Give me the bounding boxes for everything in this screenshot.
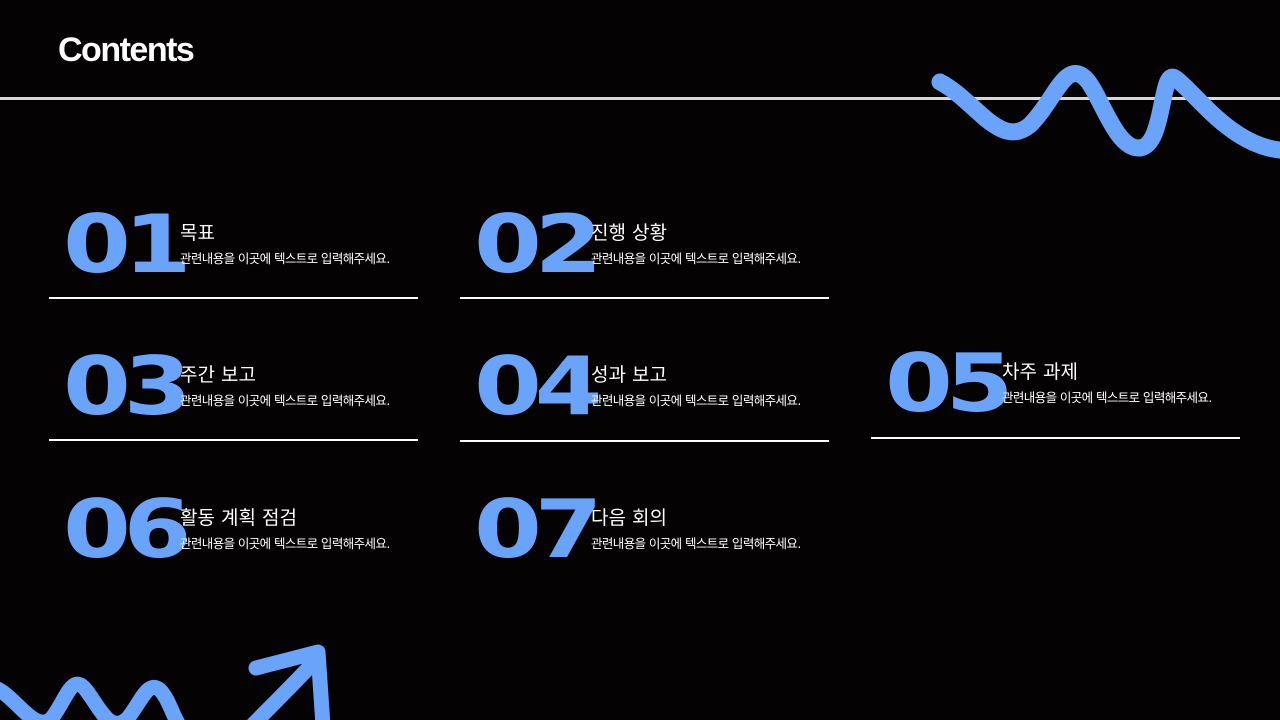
item-number: 06	[63, 483, 192, 576]
page-title: Contents	[58, 31, 195, 69]
bottom-left-arrow-head	[248, 644, 331, 720]
top-right-squiggle	[931, 65, 1280, 159]
item-description: 관련내용을 이곳에 텍스트로 입력해주세요.	[591, 393, 801, 408]
bottom-left-arrow-shaft	[247, 650, 326, 720]
contents-item-04[interactable]: 04 성과 보고 관련내용을 이곳에 텍스트로 입력해주세요.	[460, 347, 829, 447]
header-divider	[0, 97, 1280, 100]
contents-item-01[interactable]: 01 목표 관련내용을 이곳에 텍스트로 입력해주세요.	[49, 205, 418, 305]
item-title: 성과 보고	[591, 364, 667, 386]
item-description: 관련내용을 이곳에 텍스트로 입력해주세요.	[591, 536, 801, 551]
item-description: 관련내용을 이곳에 텍스트로 입력해주세요.	[180, 393, 390, 408]
item-divider	[49, 439, 418, 441]
contents-item-02[interactable]: 02 진행 상황 관련내용을 이곳에 텍스트로 입력해주세요.	[460, 205, 829, 305]
item-number: 01	[63, 198, 192, 291]
contents-item-05[interactable]: 05 차주 과제 관련내용을 이곳에 텍스트로 입력해주세요.	[871, 344, 1240, 444]
item-divider	[460, 440, 829, 442]
item-title: 차주 과제	[1002, 361, 1078, 383]
contents-item-03[interactable]: 03 주간 보고 관련내용을 이곳에 텍스트로 입력해주세요.	[49, 347, 418, 447]
item-description: 관련내용을 이곳에 텍스트로 입력해주세요.	[591, 251, 801, 266]
item-divider	[871, 437, 1240, 439]
item-title: 주간 보고	[180, 364, 256, 386]
item-description: 관련내용을 이곳에 텍스트로 입력해주세요.	[1002, 390, 1212, 405]
item-title: 다음 회의	[591, 507, 667, 529]
contents-item-07[interactable]: 07 다음 회의 관련내용을 이곳에 텍스트로 입력해주세요.	[460, 490, 829, 590]
item-description: 관련내용을 이곳에 텍스트로 입력해주세요.	[180, 536, 390, 551]
item-divider	[460, 297, 829, 299]
item-title: 목표	[180, 222, 215, 244]
item-title: 진행 상황	[591, 222, 667, 244]
item-number: 07	[474, 483, 603, 576]
contents-item-06[interactable]: 06 활동 계획 점검 관련내용을 이곳에 텍스트로 입력해주세요.	[49, 490, 418, 590]
item-divider	[49, 297, 418, 299]
bottom-left-squiggle	[0, 677, 185, 720]
item-number: 03	[63, 340, 192, 433]
item-description: 관련내용을 이곳에 텍스트로 입력해주세요.	[180, 251, 390, 266]
item-title: 활동 계획 점검	[180, 507, 297, 529]
item-number: 04	[474, 340, 603, 433]
item-number: 05	[885, 337, 1014, 430]
item-number: 02	[474, 198, 603, 291]
